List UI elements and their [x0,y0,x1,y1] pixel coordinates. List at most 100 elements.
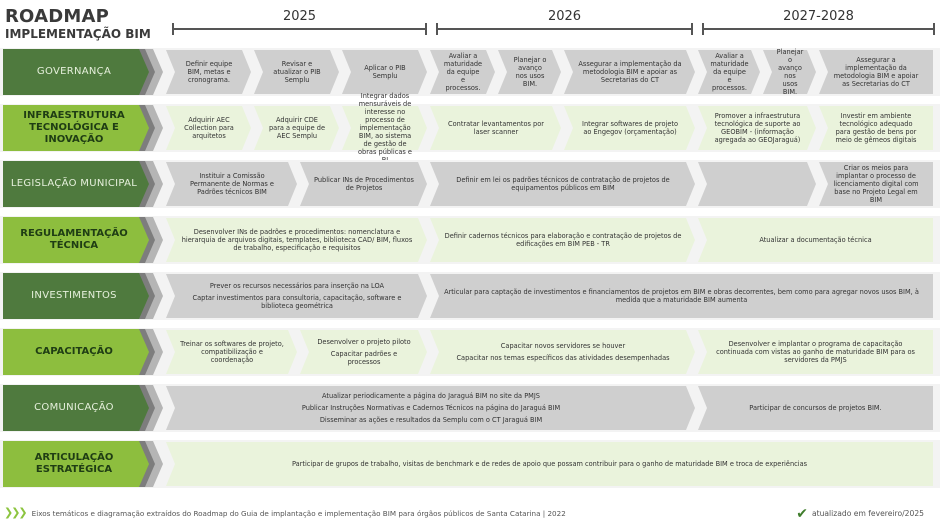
step-text: Treinar os softwares de projeto, compati… [180,328,284,376]
step-arrow-shape [698,330,933,374]
step-text-line: Assegurar a implementação da metodologia… [578,60,682,84]
step-text-line: Avaliar a maturidade da equipe e process… [710,52,749,92]
category-text: ARTICULAÇÃO ESTRATÉGICA [34,452,114,475]
year-label: 2026 [547,9,582,24]
step-text: Criar os meios para implantar o processo… [833,160,919,208]
row-investimentos: Prever os recursos necessários para inse… [0,272,940,320]
category-label: COMUNICAÇÃO [3,385,171,431]
step-text-line: Assegurar a implementação da metodologia… [833,56,919,88]
step-arrow-shape [498,50,561,94]
title-roadmap: ROADMAP [5,6,109,27]
roadmap-step: Desenvolver e implantar o programa de ca… [697,328,934,376]
step-text: Instituir a Comissão Permanente de Norma… [180,160,284,208]
row-articulacao: Participar de grupos de trabalho, visita… [0,440,940,488]
roadmap-step: Definir equipe BIM, metas e cronograma. [165,48,253,96]
step-arrow-shape [166,386,695,430]
roadmap-step: Adquirir AEC Collection para arquitetos [165,104,253,152]
footer-text: Eixos temáticos e diagramação extraídos … [31,509,566,518]
category-label: INFRAESTRUTURA TECNOLÓGICA E INOVAÇÃO [3,105,171,151]
step-text: Definir equipe BIM, metas e cronograma. [180,48,238,96]
category-text: GOVERNANÇA [36,66,112,77]
roadmap-step: Desenvolver INs de padrões e procediment… [165,216,429,264]
step-arrow-shape [300,162,427,206]
category-arrow-shape [3,161,149,207]
step-text-line: Publicar INs de Procedimentos de Projeto… [314,176,414,192]
step-arrow-shape [166,330,297,374]
step-text-line: Definir equipe BIM, metas e cronograma. [185,60,233,84]
category-label: GOVERNANÇA [3,49,171,95]
roadmap-step: Participar de concursos de projetos BIM. [697,384,934,432]
step-text-line: Articular para captação de investimentos… [444,288,919,304]
roadmap-step: Definir em lei os padrões técnicos de co… [429,160,697,208]
category-text: REGULAMENTAÇÃO TÉCNICA [20,228,128,251]
step-text: Aplicar o PIB Semplu [356,48,414,96]
row-governanca: Definir equipe BIM, metas e cronograma. R… [0,48,940,96]
step-text: Desenvolver INs de padrões e procediment… [180,216,414,264]
roadmap-step: Planejar o avanço nos usos BIM. [762,48,818,96]
category-label: CAPACITAÇÃO [3,329,171,375]
step-text-line: Atualizar a documentação técnica [759,236,872,244]
roadmap-step: Prever os recursos necessários para inse… [165,272,429,320]
step-text-line: Aplicar o PIB Semplu [364,64,406,80]
roadmap-step: Revisar e atualizar o PIB Semplu [253,48,341,96]
step-text: Atualizar a documentação técnica [712,216,919,264]
row-capacitacao: Treinar os softwares de projeto, compati… [0,328,940,376]
step-text-line: Prever os recursos necessários para inse… [209,282,385,290]
roadmap-step: Avaliar a maturidade da equipe e process… [429,48,497,96]
category-label: INVESTIMENTOS [3,273,171,319]
step-arrow-shape [698,106,816,150]
roadmap-step: Instituir a Comissão Permanente de Norma… [165,160,299,208]
step-text: Assegurar a implementação da metodologia… [833,48,919,96]
roadmap-step: Investir em ambiente tecnológico adequad… [818,104,934,152]
step-arrow-shape [430,162,695,206]
year-header-2026: 2026 [436,5,693,35]
roadmap-step: Publicar INs de Procedimentos de Projeto… [299,160,429,208]
roadmap-step: Aplicar o PIB Semplu [341,48,429,96]
step-text-line: Integrar softwares de projeto ao Engegov… [582,120,678,136]
step-arrow-shape [819,106,933,150]
category-arrow-shape [3,217,149,263]
step-text-line: Participar de grupos de trabalho, visita… [291,460,808,468]
category-arrow-shape [3,385,149,431]
step-text: Adquirir CDE para a equipe de AEC Semplu [268,104,326,152]
step-arrow-shape [819,50,933,94]
step-text: Planejar o avanço nos usos BIM. [777,48,804,96]
row-infraestrutura: Adquirir AEC Collection para arquitetos A… [0,92,940,164]
step-text-line: Planejar o avanço nos usos BIM. [513,56,547,88]
footer-note: ❯❯❯Eixos temáticos e diagramação extraíd… [4,506,566,519]
roadmap-step: Assegurar a implementação da metodologia… [818,48,934,96]
step-arrow-shape [698,218,933,262]
row-comunicacao: Atualizar periodicamente a página do Jar… [0,384,940,432]
category-text: CAPACITAÇÃO [35,346,113,357]
row-legislacao: Instituir a Comissão Permanente de Norma… [0,160,940,208]
step-text: Contratar levantamentos por laser scanne… [444,104,548,152]
roadmap-step: Contratar levantamentos por laser scanne… [429,104,563,152]
category-text: LEGISLAÇÃO MUNICIPAL [10,178,138,189]
step-text: Avaliar a maturidade da equipe e process… [710,48,749,96]
roadmap-step: Participar de grupos de trabalho, visita… [165,440,934,488]
step-text: Publicar INs de Procedimentos de Projeto… [314,160,414,208]
step-arrow-shape [166,274,427,318]
step-arrow-shape [166,442,933,486]
step-text: Revisar e atualizar o PIB Semplu [268,48,326,96]
step-text-line: Captar investimentos para consultoria, c… [192,294,402,310]
step-arrow-shape [430,330,695,374]
roadmap-step: Promover a infraestrutura tecnológica de… [697,104,818,152]
row-regulamentacao: Desenvolver INs de padrões e procediment… [0,216,940,264]
category-label: REGULAMENTAÇÃO TÉCNICA [3,217,171,263]
step-text-line: Capacitar padrões e processos [330,350,398,366]
step-text: Investir em ambiente tecnológico adequad… [833,104,919,152]
step-arrow-shape [698,386,933,430]
step-text-line: Participar de concursos de projetos BIM. [749,404,882,412]
roadmap-step: Planejar o avanço nos usos BIM. [497,48,563,96]
step-text: Definir em lei os padrões técnicos de co… [444,160,682,208]
step-text-line: Criar os meios para implantar o processo… [833,164,919,204]
step-text-line: Treinar os softwares de projeto, compati… [180,340,284,364]
step-text: Promover a infraestrutura tecnológica de… [712,104,803,152]
step-text-line: Desenvolver e implantar o programa de ca… [716,340,915,364]
step-text: Prever os recursos necessários para inse… [180,272,414,320]
category-arrow-shape [3,105,149,151]
